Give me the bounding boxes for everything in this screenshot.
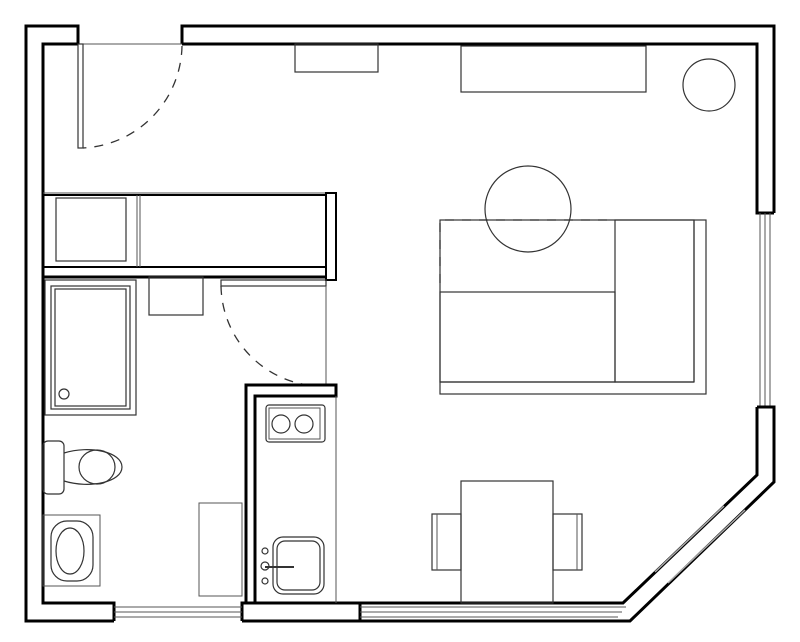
burner-icon (294, 414, 314, 434)
wall-inner-left (41, 42, 116, 621)
wall-top-right-outer (180, 24, 776, 213)
bathroom-door[interactable] (220, 279, 327, 387)
window-right (759, 213, 771, 407)
dining-table (460, 480, 554, 604)
sink-cabinet (148, 276, 204, 316)
washing-machine (55, 197, 127, 262)
drain-icon (58, 388, 70, 400)
kitchen (244, 383, 338, 603)
wall-bottom-middle (240, 601, 362, 623)
bidet (42, 514, 101, 587)
desk (460, 45, 647, 93)
bed (439, 219, 707, 395)
living-room (294, 43, 736, 604)
burner-icon (271, 414, 291, 434)
chair-left (431, 513, 462, 571)
stove (265, 404, 326, 443)
floor-lamp (682, 58, 736, 112)
door-swing-arc (82, 45, 183, 149)
kitchen-sink (260, 536, 325, 595)
sofa-seat (439, 291, 616, 383)
door-leaf (220, 279, 327, 287)
toilet (42, 440, 123, 495)
wall-shelf (294, 43, 379, 73)
bathroom-shelf (198, 502, 243, 597)
window-diagonal (654, 505, 746, 584)
sofa-chaise (614, 219, 695, 383)
window-bottom-left (114, 606, 242, 618)
wall-top-right-inner (182, 42, 774, 215)
exterior-walls (24, 24, 776, 623)
dining-set (431, 480, 583, 604)
kitchen-wall (244, 383, 338, 603)
partition-wall (325, 192, 337, 281)
closet (42, 192, 337, 281)
round-table (484, 165, 572, 253)
wall-outer-top-left (24, 24, 114, 623)
bathroom (42, 275, 327, 597)
door-leaf (77, 43, 84, 149)
bathtub (44, 279, 137, 416)
door-swing-arc (220, 285, 317, 387)
entry-door[interactable] (77, 43, 183, 149)
window-bottom-right (360, 606, 626, 618)
chair-right (552, 513, 583, 571)
